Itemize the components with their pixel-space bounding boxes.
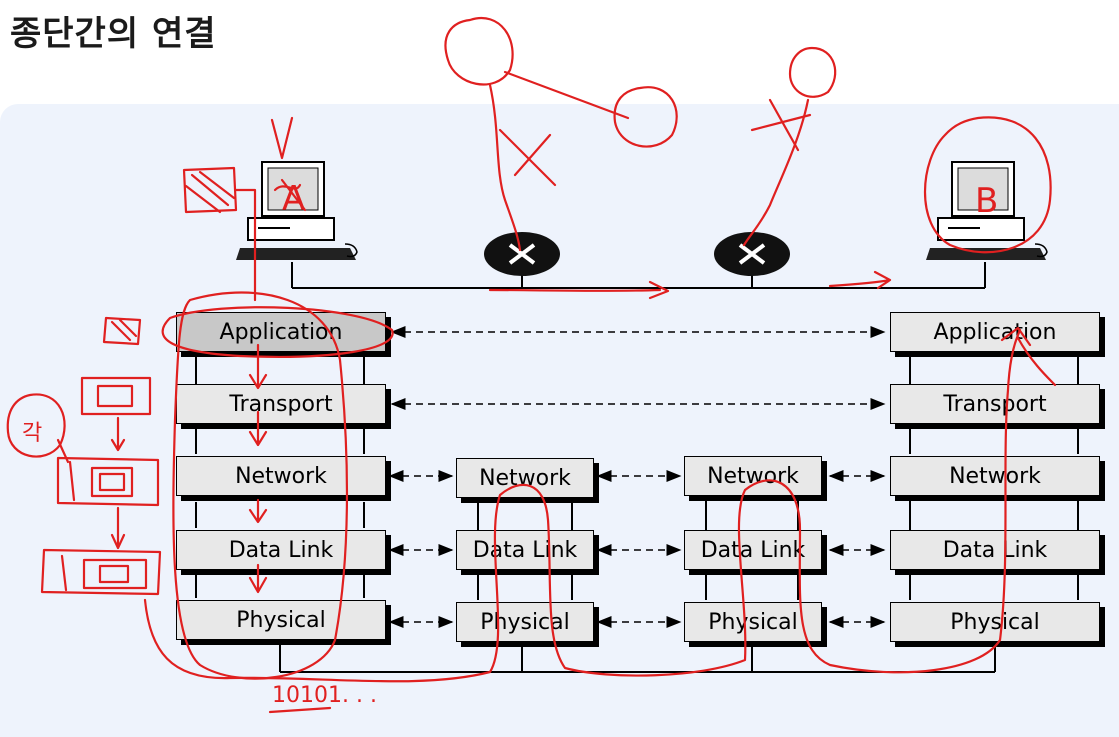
router2-physical-layer: Physical	[684, 602, 822, 642]
host-b-network-layer: Network	[890, 456, 1100, 496]
host-a-transport-layer: Transport	[176, 384, 386, 424]
host-b-application-layer: Application	[890, 312, 1100, 352]
router1-physical-layer: Physical	[456, 602, 594, 642]
physical-bus	[279, 644, 996, 673]
host-b-computer-icon	[926, 161, 1048, 260]
host-b-transport-layer: Transport	[890, 384, 1100, 424]
top-network-bus	[291, 262, 986, 289]
router-2-icon	[714, 232, 790, 276]
host-b-datalink-layer: Data Link	[890, 530, 1100, 570]
router-1-icon	[484, 232, 560, 276]
router1-network-layer: Network	[456, 458, 594, 498]
router2-network-layer: Network	[684, 456, 822, 496]
host-a-application-layer: Application	[176, 312, 386, 352]
router1-datalink-layer: Data Link	[456, 530, 594, 570]
router2-datalink-layer: Data Link	[684, 530, 822, 570]
slide-title: 종단간의 연결	[10, 14, 217, 54]
host-a-physical-layer: Physical	[176, 600, 386, 640]
host-b-physical-layer: Physical	[890, 602, 1100, 642]
host-a-network-layer: Network	[176, 456, 386, 496]
host-a-datalink-layer: Data Link	[176, 530, 386, 570]
host-a-computer-icon	[236, 161, 358, 260]
